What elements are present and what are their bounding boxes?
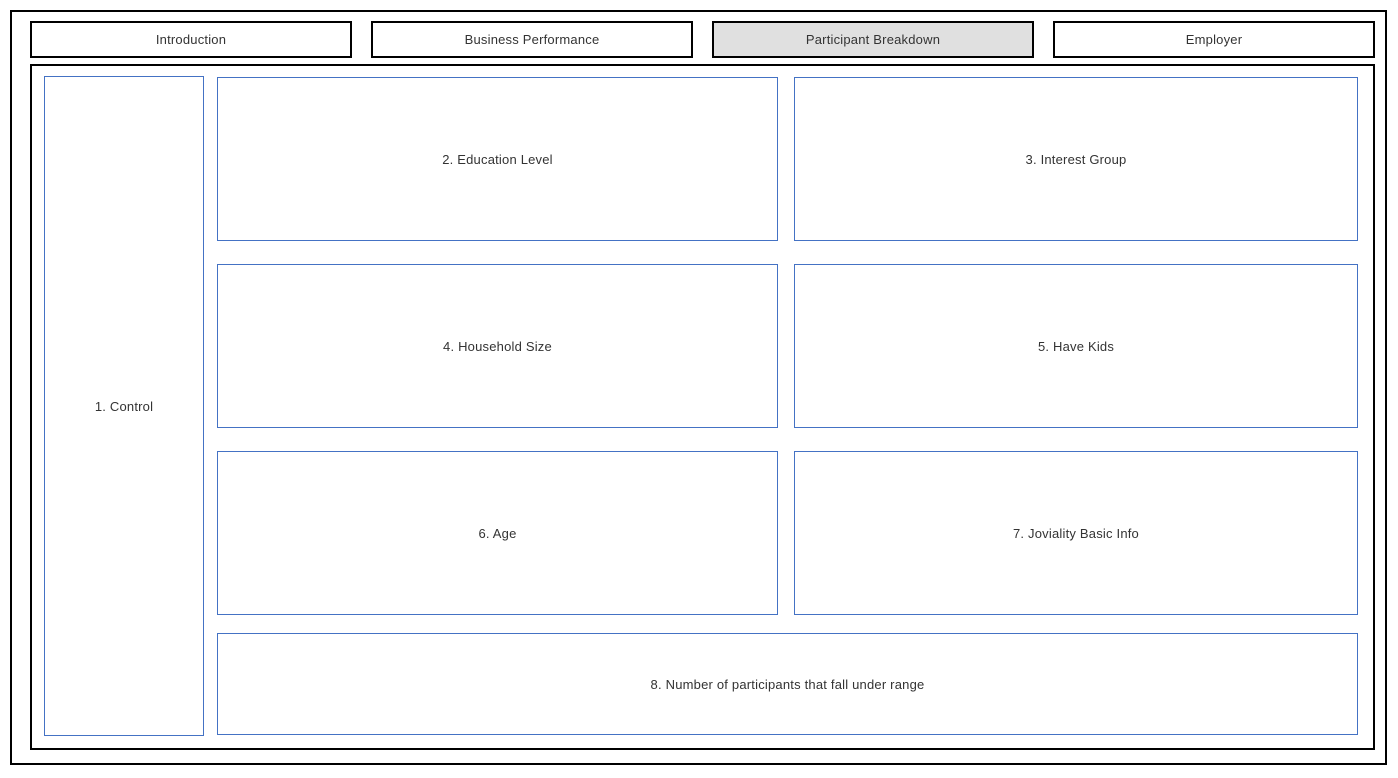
tab-participant-breakdown[interactable]: Participant Breakdown bbox=[712, 21, 1034, 58]
tab-bar: Introduction Business Performance Partic… bbox=[30, 21, 1375, 58]
panel-household-size: 4. Household Size bbox=[217, 264, 778, 428]
panel-joviality-basic-info: 7. Joviality Basic Info bbox=[794, 451, 1358, 615]
tab-business-performance[interactable]: Business Performance bbox=[371, 21, 693, 58]
panel-household-size-label: 4. Household Size bbox=[443, 338, 552, 354]
panel-interest-group: 3. Interest Group bbox=[794, 77, 1358, 241]
panel-control: 1. Control bbox=[44, 76, 204, 736]
panel-control-label: 1. Control bbox=[94, 398, 154, 414]
panel-interest-group-label: 3. Interest Group bbox=[1025, 151, 1127, 167]
panel-age: 6. Age bbox=[217, 451, 778, 615]
panel-participants-range: 8. Number of participants that fall unde… bbox=[217, 633, 1358, 735]
panel-education-level: 2. Education Level bbox=[217, 77, 778, 241]
content-frame: 1. Control 2. Education Level 3. Interes… bbox=[30, 64, 1375, 750]
panel-joviality-basic-info-label: 7. Joviality Basic Info bbox=[1013, 525, 1139, 541]
panel-age-label: 6. Age bbox=[478, 525, 517, 541]
panel-have-kids-label: 5. Have Kids bbox=[1037, 338, 1115, 354]
panel-participants-range-label: 8. Number of participants that fall unde… bbox=[650, 676, 925, 692]
tab-introduction[interactable]: Introduction bbox=[30, 21, 352, 58]
tab-employer[interactable]: Employer bbox=[1053, 21, 1375, 58]
panel-have-kids: 5. Have Kids bbox=[794, 264, 1358, 428]
panel-education-level-label: 2. Education Level bbox=[442, 151, 553, 167]
